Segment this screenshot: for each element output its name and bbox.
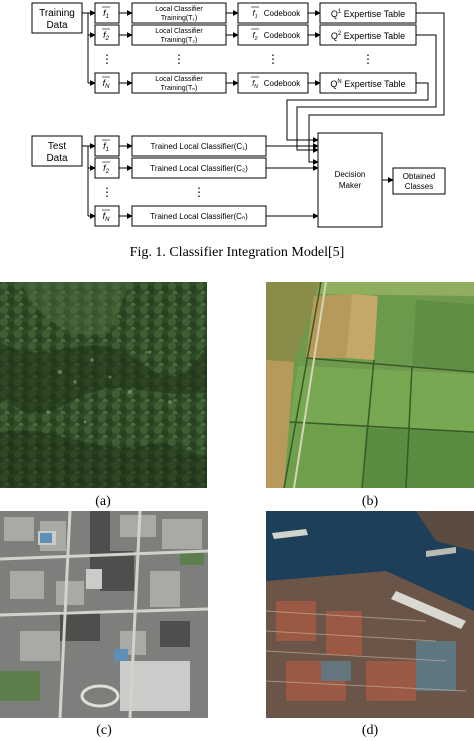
codebook-1-feature: f1 xyxy=(252,9,257,20)
codebook-2-label: Codebook xyxy=(264,31,301,40)
local-classifier-n-line1: Local Classifier xyxy=(155,76,203,83)
training-data-box xyxy=(31,2,83,34)
ellipsis-classifiers: ⋮ xyxy=(173,52,185,66)
trained-classifier-2: Trained Local Classifier(C₂) xyxy=(150,164,248,173)
test-row-1 xyxy=(94,135,319,157)
local-classifier-n-line2: Training(Tₙ) xyxy=(161,85,198,92)
obtained-classes-box xyxy=(392,167,446,195)
codebook-2-feature: f2 xyxy=(252,31,257,42)
expertise-table-n: QN Expertise Table xyxy=(330,79,405,89)
local-classifier-2-line1: Local Classifier xyxy=(155,28,203,35)
test-feature-f1: f1 xyxy=(103,141,109,153)
ellipsis-tables: ⋮ xyxy=(362,52,374,66)
test-feature-fn: fN xyxy=(103,211,111,223)
expertise-table-1: Q1 Expertise Table xyxy=(331,9,405,19)
feature-f1: f1 xyxy=(103,8,109,20)
obtained-classes-label-1: Obtained xyxy=(403,172,435,181)
test-row-2 xyxy=(94,157,319,179)
ellipsis-test-features: ⋮ xyxy=(101,185,113,199)
image-d-label: (d) xyxy=(361,723,379,738)
test-feature-f2: f2 xyxy=(103,163,110,175)
test-data-label-2: Data xyxy=(46,153,68,164)
feature-fn: fN xyxy=(103,78,111,90)
image-a-forest xyxy=(0,282,207,488)
training-row-1 xyxy=(94,2,417,24)
image-c-urban xyxy=(0,511,208,718)
figure-1-caption: Fig. 1. Classifier Integration Model[5] xyxy=(129,245,345,260)
trained-classifier-1: Trained Local Classifier(C₁) xyxy=(150,142,247,151)
test-data-label-1: Test xyxy=(48,141,67,152)
local-classifier-2-line2: Training(T₂) xyxy=(161,37,198,44)
test-data-box xyxy=(31,135,83,167)
image-b-label: (b) xyxy=(361,494,379,509)
local-classifier-1-line2: Training(T₁) xyxy=(161,15,197,22)
local-classifier-1-line1: Local Classifier xyxy=(155,6,203,13)
decision-maker-box xyxy=(317,132,383,228)
training-row-2 xyxy=(94,24,417,46)
trained-classifier-n: Trained Local Classifier(Cₙ) xyxy=(150,212,248,221)
decision-maker-label-1: Decision xyxy=(335,170,366,179)
image-a-label: (a) xyxy=(95,494,111,509)
training-data-label-1: Training xyxy=(39,8,75,19)
training-row-n xyxy=(94,72,417,94)
decision-maker-label-2: Maker xyxy=(339,181,362,190)
ellipsis-codebooks: ⋮ xyxy=(267,52,279,66)
image-b-farmland xyxy=(266,282,474,488)
classifier-integration-diagram: Training Data f1 f2 fN f1 f2 fN Local Cl… xyxy=(31,2,446,228)
training-data-label-2: Data xyxy=(46,20,68,31)
image-c-label: (c) xyxy=(96,723,112,738)
codebook-n-label: Codebook xyxy=(264,79,301,88)
expertise-table-2: Q2 Expertise Table xyxy=(331,31,405,41)
feature-f2: f2 xyxy=(103,30,110,42)
ellipsis-trained-classifiers: ⋮ xyxy=(193,185,205,199)
image-d-harbor xyxy=(266,511,474,718)
codebook-1-label: Codebook xyxy=(264,9,301,18)
test-row-n xyxy=(94,205,319,227)
obtained-classes-label-2: Classes xyxy=(405,182,433,191)
codebook-n-feature: fN xyxy=(252,79,258,90)
ellipsis-features: ⋮ xyxy=(101,52,113,66)
